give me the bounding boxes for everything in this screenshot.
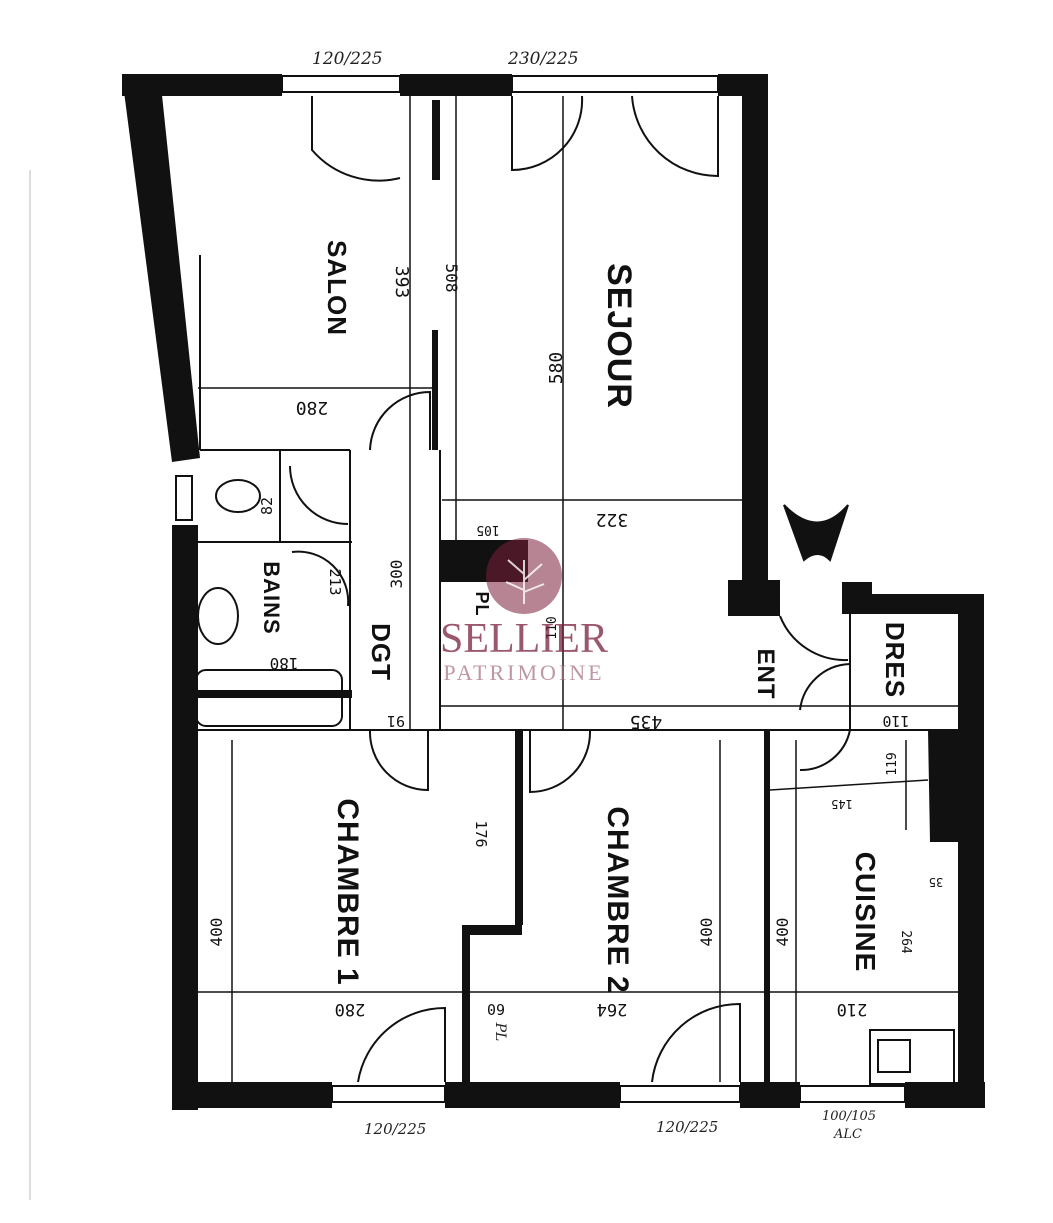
wc-bowl-icon xyxy=(215,479,261,513)
window-label-cuisine-2: ALC xyxy=(833,1127,862,1142)
dim-pl-110: 110 xyxy=(545,616,560,639)
dim-chambre1-400: 400 xyxy=(207,918,226,947)
wall-right-cuisine xyxy=(958,594,984,1104)
window-label-chambre2: 120/225 xyxy=(656,1118,718,1136)
dim-dgt-300: 300 xyxy=(387,560,406,589)
window-label-sejour: 230/225 xyxy=(507,49,579,69)
dim-salon-height: 393 xyxy=(391,266,412,299)
dim-chambre1-176: 176 xyxy=(472,820,490,847)
wall-cuisine-notch xyxy=(928,730,958,842)
wall-top-left xyxy=(122,74,282,96)
thin-lines xyxy=(196,75,958,1103)
dimension-lines xyxy=(198,96,958,1082)
dim-cuisine-400: 400 xyxy=(773,918,792,947)
wall-left-slanted xyxy=(122,76,200,462)
window-label-cuisine-1: 100/105 xyxy=(822,1109,876,1124)
dim-sejour-105: 105 xyxy=(476,522,499,537)
dim-dres-110: 110 xyxy=(882,712,909,730)
dim-cuisine-119: 119 xyxy=(885,752,900,775)
wall-bottom-middle xyxy=(445,1082,620,1108)
sink-icon xyxy=(197,587,239,645)
room-label-salon: SALON xyxy=(322,240,352,336)
wall-bottom-cuisine xyxy=(905,1082,985,1108)
dim-salon-width: 280 xyxy=(296,397,329,418)
wall-partition-mid xyxy=(432,330,438,450)
room-label-dgt: DGT xyxy=(366,623,396,681)
room-label-sejour: SEJOUR xyxy=(600,263,638,409)
room-label-bains: BAINS xyxy=(259,561,284,634)
entrance-arrow-icon xyxy=(783,504,849,562)
wall-sejour-pillar xyxy=(728,580,780,616)
dim-bains-213: 213 xyxy=(326,568,344,595)
wall-bottom-left xyxy=(172,1082,332,1108)
wall-dres-top xyxy=(842,594,980,614)
wall-bath-divider xyxy=(172,690,352,698)
room-label-ent: ENT xyxy=(752,649,779,700)
dim-sejour-width: 322 xyxy=(596,509,629,530)
room-label-dres: DRES xyxy=(880,622,910,698)
wall-cuisine-divider xyxy=(764,730,770,1085)
dim-bains-180: 180 xyxy=(270,654,299,673)
dim-cuisine-210: 210 xyxy=(837,999,868,1019)
dim-cuisine-145: 145 xyxy=(831,797,853,811)
dim-sejour-height: 580 xyxy=(546,352,567,385)
window-label-chambre1: 120/225 xyxy=(364,1120,426,1138)
wall-chambre-divider xyxy=(515,730,523,925)
wall-top-middle xyxy=(400,74,512,96)
watermark-logo: SELLIER PATRIMOINE xyxy=(440,538,608,685)
room-label-cuisine: CUISINE xyxy=(850,852,881,973)
bathtub-icon xyxy=(195,669,343,727)
stove-icon xyxy=(869,1029,955,1085)
dim-dgt-91: 91 xyxy=(387,712,405,730)
wall-bottom-right xyxy=(740,1082,800,1108)
dim-cuisine-35: 35 xyxy=(929,875,943,889)
wall-pl2-left xyxy=(462,925,470,1085)
watermark-title: SELLIER xyxy=(440,616,608,662)
dim-chambre1-280: 280 xyxy=(335,999,366,1019)
room-label-chambre1: CHAMBRE 1 xyxy=(331,798,364,985)
watermark-subtitle: PATRIMOINE xyxy=(443,660,604,685)
door-swings xyxy=(289,95,851,1083)
wall-right-sejour xyxy=(742,74,768,594)
dim-chambre2-264: 264 xyxy=(597,999,628,1019)
window-label-salon: 120/225 xyxy=(312,49,383,69)
wall-partition-top xyxy=(432,100,440,180)
dim-sejour-508: 508 xyxy=(442,264,461,293)
wall-pl2-top xyxy=(462,925,522,935)
room-label-pl2: PL xyxy=(492,1022,508,1042)
room-label-pl: PL xyxy=(472,591,492,616)
room-label-chambre2: CHAMBRE 2 xyxy=(601,806,634,993)
dim-chambre2-400: 400 xyxy=(697,918,716,947)
walls xyxy=(122,74,985,1110)
dim-wc-82: 82 xyxy=(258,497,276,515)
fixtures xyxy=(175,475,955,1085)
dim-hall-435: 435 xyxy=(630,711,663,732)
wall-left-lower xyxy=(172,525,198,1110)
dim-cuisine-264: 264 xyxy=(898,930,913,954)
dim-pl-60: 60 xyxy=(487,1000,505,1018)
wc-tank-icon xyxy=(175,475,193,521)
